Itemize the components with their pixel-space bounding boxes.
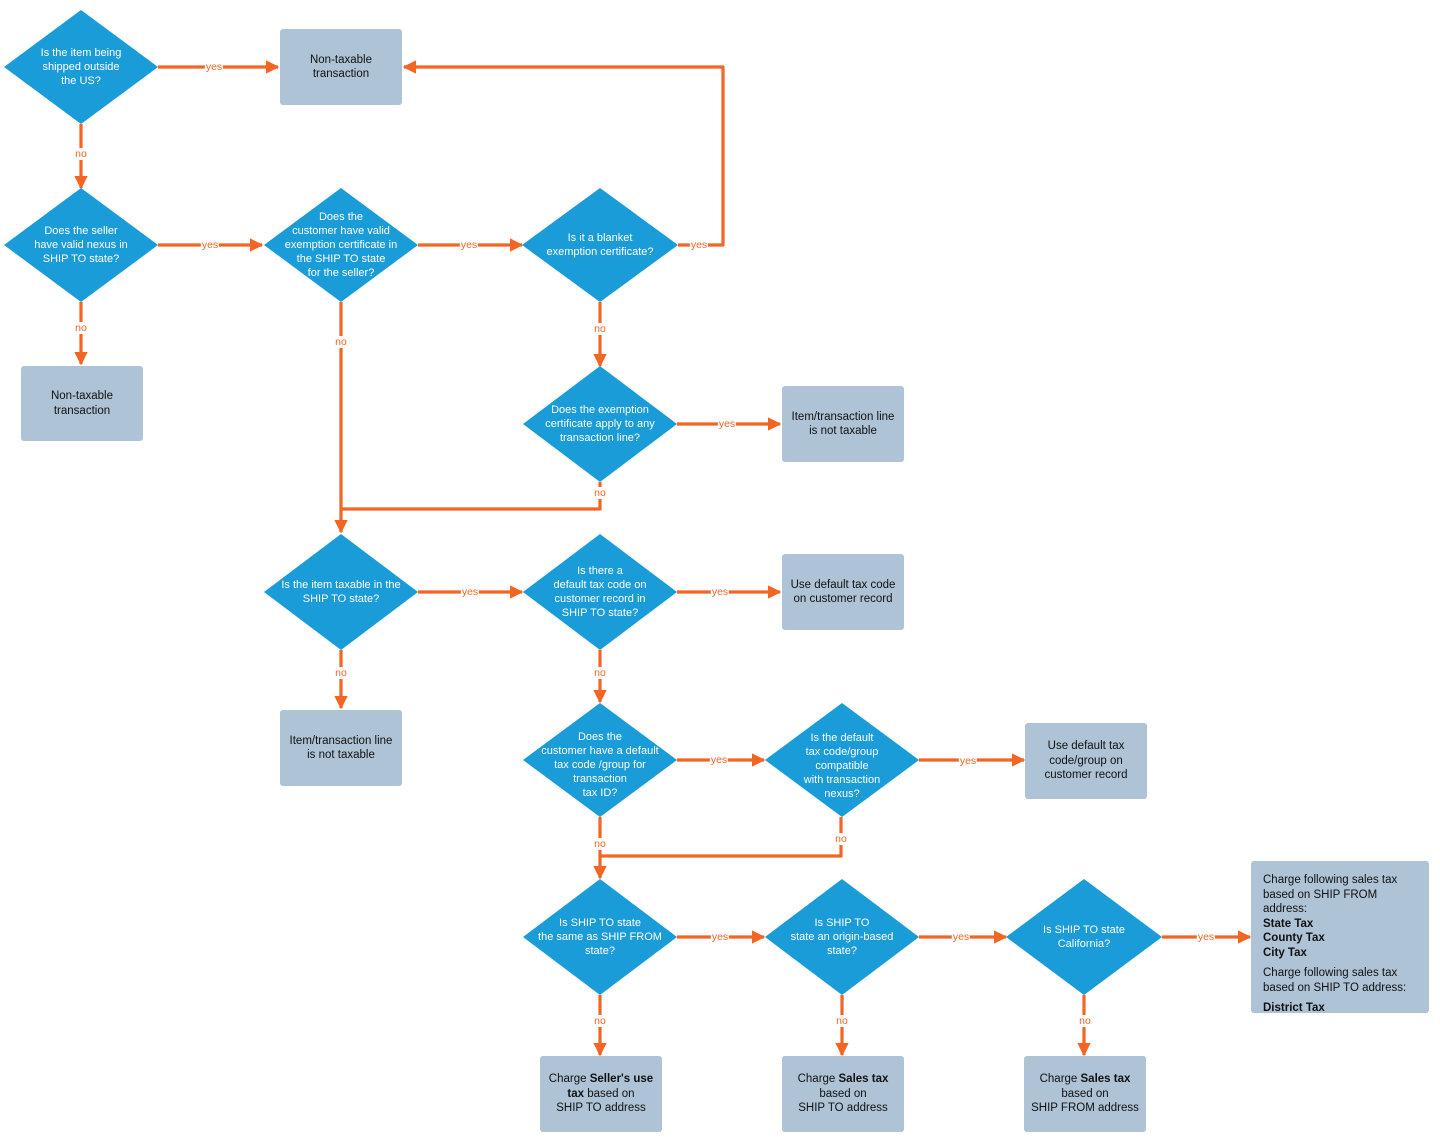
decision-d9 bbox=[765, 703, 919, 817]
decision-d1 bbox=[4, 10, 158, 124]
decision-d10 bbox=[523, 879, 677, 995]
decision-d12 bbox=[1006, 879, 1162, 995]
edge-label-yes: yes bbox=[689, 239, 709, 251]
ship-to-intro: Charge following sales tax based on SHIP… bbox=[1263, 967, 1407, 994]
decision-d5 bbox=[523, 366, 677, 482]
edge-d5-d6 bbox=[341, 482, 602, 511]
edge-label-no: no bbox=[1078, 1015, 1092, 1027]
box-non-taxable-2-text: Non-taxable transaction bbox=[50, 390, 113, 417]
decision-d11 bbox=[765, 879, 919, 995]
edge-label-yes: yes bbox=[951, 931, 971, 943]
box-default-tax-code-text: Use default tax code on customer record bbox=[790, 578, 896, 606]
edge-label-no: no bbox=[593, 838, 607, 850]
box-charge-use-tax: Charge Seller's use tax based on SHIP TO… bbox=[540, 1056, 662, 1132]
box-charge-sales-tax-to-text: Charge Sales tax based on SHIP TO addres… bbox=[797, 1073, 889, 1115]
box-line-not-taxable-1-text: Item/transaction line is not taxable bbox=[791, 410, 895, 438]
decision-d7 bbox=[523, 534, 677, 650]
box-line-not-taxable-2: Item/transaction line is not taxable bbox=[280, 710, 402, 786]
edge-label-no: no bbox=[835, 1015, 849, 1027]
box-california-taxes-content: Charge following sales tax based on SHIP… bbox=[1251, 861, 1429, 1028]
box-charge-sales-tax-from: Charge Sales tax based on SHIP FROM addr… bbox=[1024, 1056, 1146, 1132]
tax-item-city: City Tax bbox=[1263, 946, 1307, 959]
edge-label-no: no bbox=[74, 148, 88, 160]
ship-from-intro: Charge following sales tax based on SHIP… bbox=[1263, 874, 1398, 915]
box-non-taxable-1: Non-taxable transaction bbox=[280, 29, 402, 105]
edge-label-yes: yes bbox=[460, 586, 480, 598]
box-charge-sales-tax-to: Charge Sales tax based on SHIP TO addres… bbox=[782, 1056, 904, 1132]
tax-item-state: State Tax bbox=[1263, 917, 1314, 930]
edge-label-no: no bbox=[334, 336, 348, 348]
box-line-not-taxable-1: Item/transaction line is not taxable bbox=[782, 386, 904, 462]
edge-label-no: no bbox=[593, 667, 607, 679]
edge-d9-d10 bbox=[600, 817, 843, 858]
decision-d2 bbox=[4, 188, 158, 302]
box-charge-sales-tax-from-text: Charge Sales tax based on SHIP FROM addr… bbox=[1031, 1073, 1139, 1115]
edge-label-no: no bbox=[593, 1015, 607, 1027]
edge-label-no: no bbox=[593, 487, 607, 499]
decision-d4 bbox=[522, 188, 678, 302]
edge-label-no: no bbox=[593, 323, 607, 335]
box-default-tax-group-text: Use default tax code/group on customer r… bbox=[1044, 740, 1128, 782]
edge-label-yes: yes bbox=[710, 586, 730, 598]
edge-label-yes: yes bbox=[717, 418, 737, 430]
edge-label-yes: yes bbox=[710, 931, 730, 943]
edge-label-no: no bbox=[74, 322, 88, 334]
edge-label-yes: yes bbox=[709, 754, 729, 766]
box-line-not-taxable-2-text: Item/transaction line is not taxable bbox=[289, 734, 393, 762]
decision-d6 bbox=[264, 534, 418, 650]
decision-d8 bbox=[523, 703, 677, 817]
box-california-taxes: Charge following sales tax based on SHIP… bbox=[1251, 861, 1429, 1014]
box-charge-use-tax-text: Charge Seller's use tax based on SHIP TO… bbox=[548, 1073, 654, 1115]
edge-label-no: no bbox=[834, 833, 848, 845]
edge-label-yes: yes bbox=[459, 239, 479, 251]
box-non-taxable-1-text: Non-taxable transaction bbox=[309, 53, 372, 81]
edge-label-no: no bbox=[334, 667, 348, 679]
box-default-tax-code: Use default tax code on customer record bbox=[782, 554, 904, 630]
decision-d3 bbox=[264, 188, 418, 302]
box-default-tax-group: Use default tax code/group on customer r… bbox=[1025, 723, 1147, 799]
edge-label-yes: yes bbox=[200, 239, 220, 251]
tax-item-county: County Tax bbox=[1263, 932, 1325, 944]
edge-label-yes: yes bbox=[1196, 931, 1216, 943]
edge-label-yes: yes bbox=[204, 61, 224, 73]
edge-label-yes: yes bbox=[958, 755, 978, 767]
box-non-taxable-2: Non-taxable transaction bbox=[21, 366, 143, 441]
tax-item-district: District Tax bbox=[1263, 1002, 1325, 1014]
